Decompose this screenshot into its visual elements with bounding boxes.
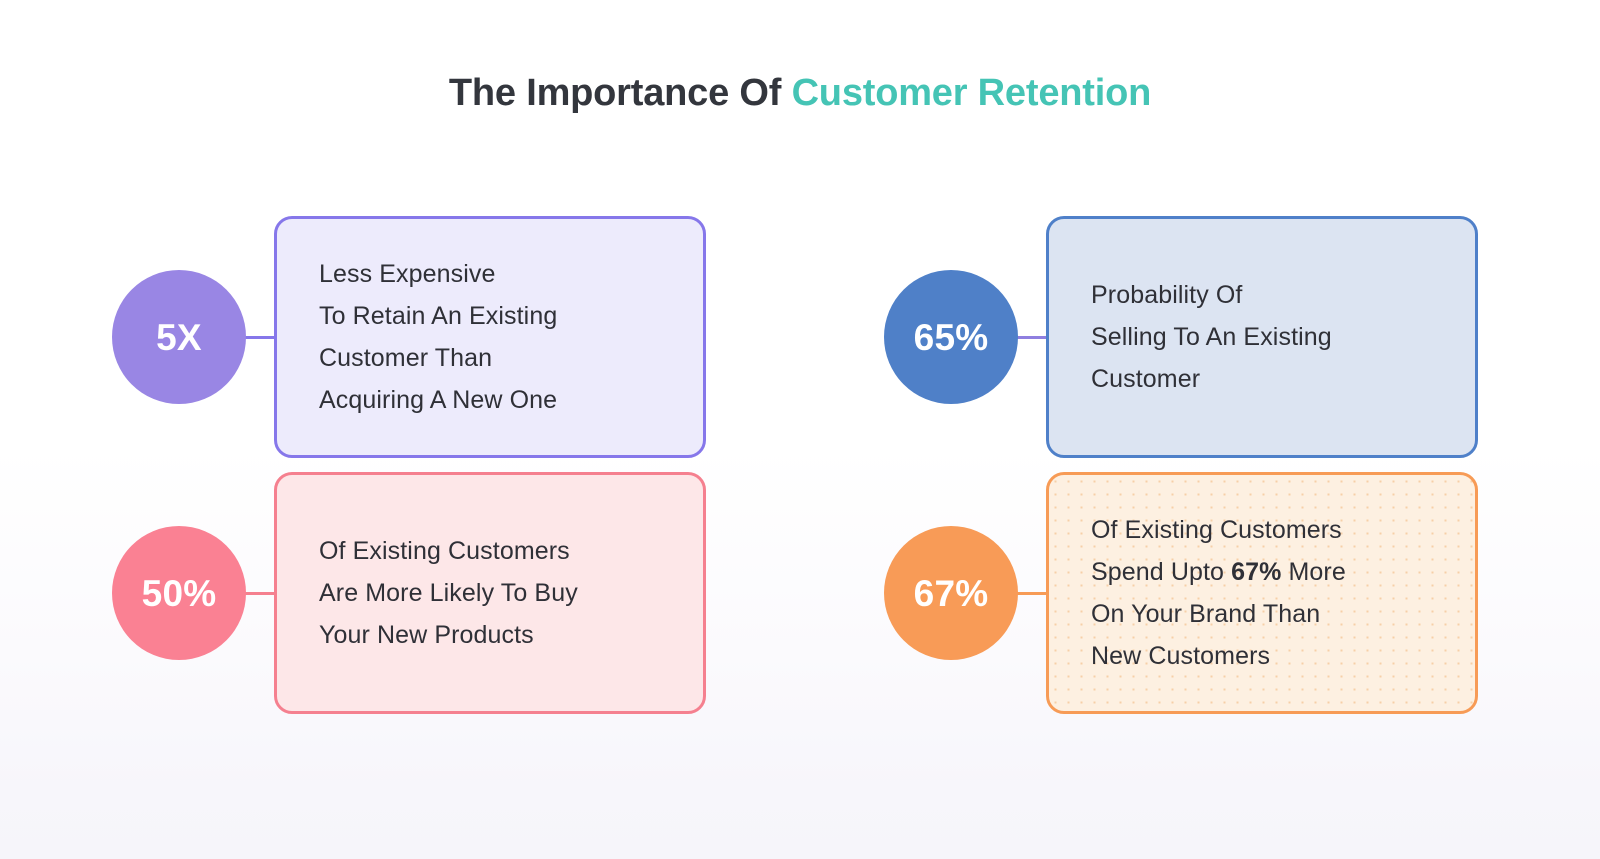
stat-card-67: Of Existing Customers Spend Upto 67% Mor… xyxy=(1046,472,1478,714)
stat-item-50: 50% Of Existing Customers Are More Likel… xyxy=(112,468,706,718)
stat-line-3: Customer xyxy=(1091,365,1201,393)
stat-line-3: Your New Products xyxy=(319,621,534,649)
stat-value-67: 67% xyxy=(913,572,989,614)
stat-value-5x: 5X xyxy=(156,316,202,358)
stat-item-5x: 5X Less Expensive To Retain An Existing … xyxy=(112,212,706,462)
stat-line-3: Customer Than xyxy=(319,344,493,372)
stat-line-4: New Customers xyxy=(1091,642,1271,670)
stat-emphasis-67: 67% xyxy=(1231,558,1282,586)
stat-line-3: On Your Brand Than xyxy=(1091,600,1321,628)
connector-line-50 xyxy=(244,591,276,595)
stat-line-2: Selling To An Existing xyxy=(1091,323,1332,351)
connector-line-65 xyxy=(1016,335,1048,339)
stat-card-text-65: Probability Of Selling To An Existing Cu… xyxy=(1091,274,1332,400)
stat-value-65: 65% xyxy=(913,316,989,358)
stat-line-1: Probability Of xyxy=(1091,281,1243,309)
stat-card-text-67: Of Existing Customers Spend Upto 67% Mor… xyxy=(1091,509,1346,677)
stat-line-2: Are More Likely To Buy xyxy=(319,579,578,607)
stat-card-65: Probability Of Selling To An Existing Cu… xyxy=(1046,216,1478,458)
stat-line-1: Less Expensive xyxy=(319,260,496,288)
title-accent-text: Customer Retention xyxy=(791,72,1152,114)
stat-item-67: 67% Of Existing Customers Spend Upto 67%… xyxy=(884,468,1478,718)
stat-line-2a: Spend Upto xyxy=(1091,558,1232,586)
stat-card-text-5x: Less Expensive To Retain An Existing Cus… xyxy=(319,253,557,421)
page-title: The Importance Of Customer Retention xyxy=(0,72,1600,115)
stat-badge-50: 50% xyxy=(112,526,246,660)
title-lead-text: The Importance Of xyxy=(448,72,792,114)
stat-item-65: 65% Probability Of Selling To An Existin… xyxy=(884,212,1478,462)
connector-line-5x xyxy=(244,335,276,339)
stat-line-1: Of Existing Customers xyxy=(1091,516,1342,544)
stat-card-50: Of Existing Customers Are More Likely To… xyxy=(274,472,706,714)
stat-card-text-50: Of Existing Customers Are More Likely To… xyxy=(319,530,578,656)
stat-card-5x: Less Expensive To Retain An Existing Cus… xyxy=(274,216,706,458)
connector-line-67 xyxy=(1016,591,1048,595)
stat-badge-67: 67% xyxy=(884,526,1018,660)
stats-board: 5X Less Expensive To Retain An Existing … xyxy=(0,205,1600,725)
stat-line-4: Acquiring A New One xyxy=(319,386,558,414)
stat-line-2: To Retain An Existing xyxy=(319,302,558,330)
stat-badge-5x: 5X xyxy=(112,270,246,404)
stat-line-2b: More xyxy=(1281,558,1346,586)
stat-line-1: Of Existing Customers xyxy=(319,537,570,565)
stat-badge-65: 65% xyxy=(884,270,1018,404)
stat-value-50: 50% xyxy=(141,572,217,614)
title-heading: The Importance Of Customer Retention xyxy=(0,72,1600,115)
